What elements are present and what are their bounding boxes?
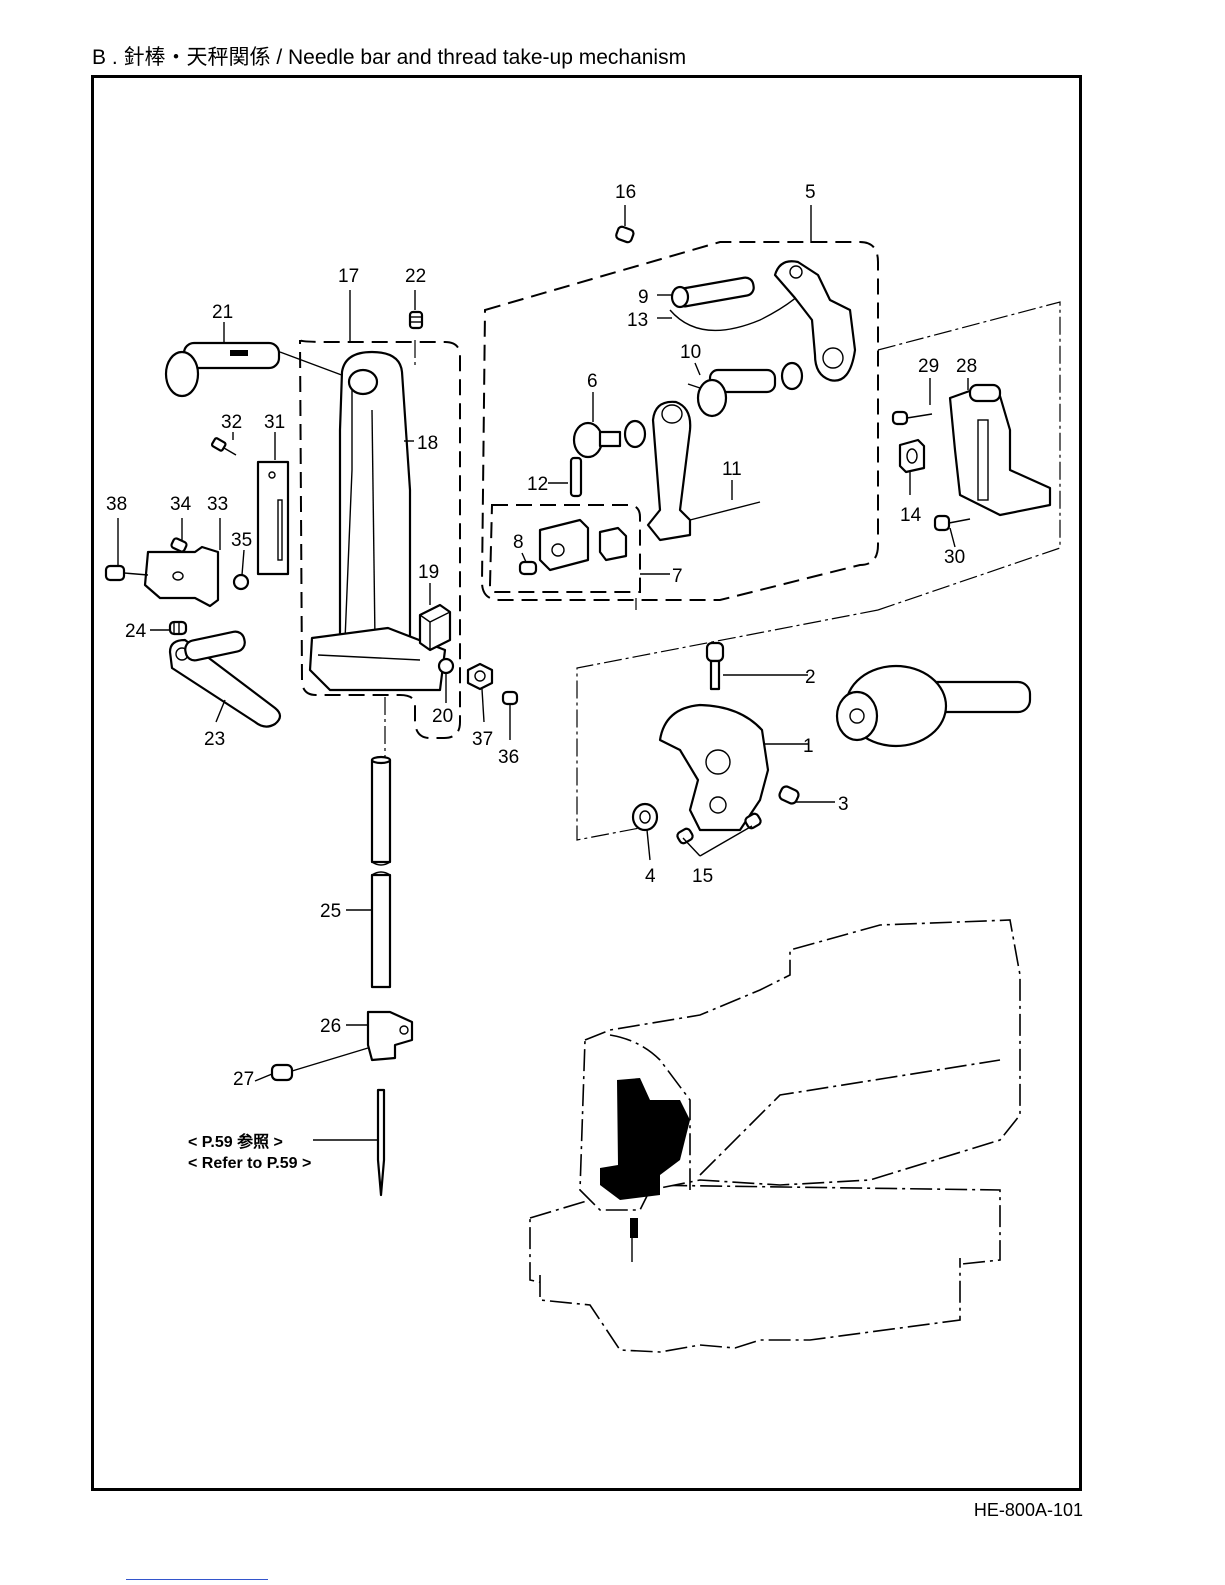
callout-23: 23 [204,729,225,750]
callout-35: 35 [231,530,252,551]
callout-20: 20 [432,706,453,727]
callout-4: 4 [645,866,656,887]
callout-11: 11 [722,459,742,480]
part-22-set-screw [410,312,422,328]
part-1-thread-take-up-crank [660,705,768,830]
part-32-screw [211,438,236,455]
document-id: HE-800A-101 [974,1500,1083,1521]
part-9-thread-guide [672,276,755,307]
callout-18: 18 [417,433,438,454]
callout-12: 12 [527,474,548,495]
part-19-slide-block [420,605,450,650]
callout-8: 8 [513,532,524,553]
part-21-shaft [166,343,355,396]
part-16-set-screw [615,226,634,244]
callout-29: 29 [918,356,939,377]
callout-25: 25 [320,901,341,922]
part-37-nut [468,664,492,689]
callout-38: 38 [106,494,127,515]
callout-30: 30 [944,547,965,568]
needle [378,1090,384,1195]
part-5-take-up-lever [775,261,855,380]
part-38-screw [106,566,148,580]
reference-en: < Refer to P.59 > [188,1155,311,1172]
part-6-screw [574,421,645,457]
part-11-spring [690,502,760,520]
callout-34: 34 [170,494,192,515]
part-29-screw [893,412,932,424]
part-8-screw [520,562,536,574]
part-28-bracket [950,385,1050,515]
callout-33: 33 [207,494,228,515]
callout-17: 17 [338,266,359,287]
callout-19: 19 [418,562,439,583]
callout-37: 37 [472,729,493,750]
part-33-bracket [145,547,218,606]
part-4-washer [633,804,657,830]
callout-1: 1 [803,736,814,757]
part-31-plate [258,462,288,574]
part-20-pin [439,659,453,673]
part-25-needle-bar [372,757,390,987]
part-24-set-screw [170,622,186,634]
part-35-nut [234,575,248,589]
callout-28: 28 [956,356,977,377]
part-34-screw [171,538,188,553]
callout-24: 24 [125,621,147,642]
callout-31: 31 [264,412,285,433]
callout-13: 13 [627,310,648,331]
part-27-screw [272,1048,368,1080]
callout-15: 15 [692,866,713,887]
callout-9: 9 [638,287,649,308]
callout-6: 6 [587,371,598,392]
part-30-screw [935,516,970,530]
part-14-slide-block [900,440,924,472]
part-26-needle-clamp [368,1012,412,1060]
sewing-machine-outline [530,920,1020,1352]
callout-27: 27 [233,1069,254,1090]
take-up-link [648,402,690,540]
callout-7: 7 [672,566,683,587]
callout-26: 26 [320,1016,341,1037]
part-7-slide-block [540,520,626,570]
callout-22: 22 [405,266,426,287]
part-10-hinge-pin [688,363,802,416]
callout-14: 14 [900,505,922,526]
callout-10: 10 [680,342,701,363]
part-36-set-screw [503,692,517,704]
callout-5: 5 [805,182,816,203]
callout-2: 2 [805,667,816,688]
main-shaft [837,666,1030,746]
callout-21: 21 [212,302,233,323]
part-12-spring [571,458,581,496]
bottom-link-underline[interactable] [126,1579,268,1580]
callout-3: 3 [838,794,849,815]
part-23-crank [170,630,280,727]
callout-32: 32 [221,412,242,433]
callout-16: 16 [615,182,636,203]
callout-36: 36 [498,747,519,768]
reference-jp: < P.59 参照 > [188,1132,283,1151]
part-2-screw [707,643,723,689]
